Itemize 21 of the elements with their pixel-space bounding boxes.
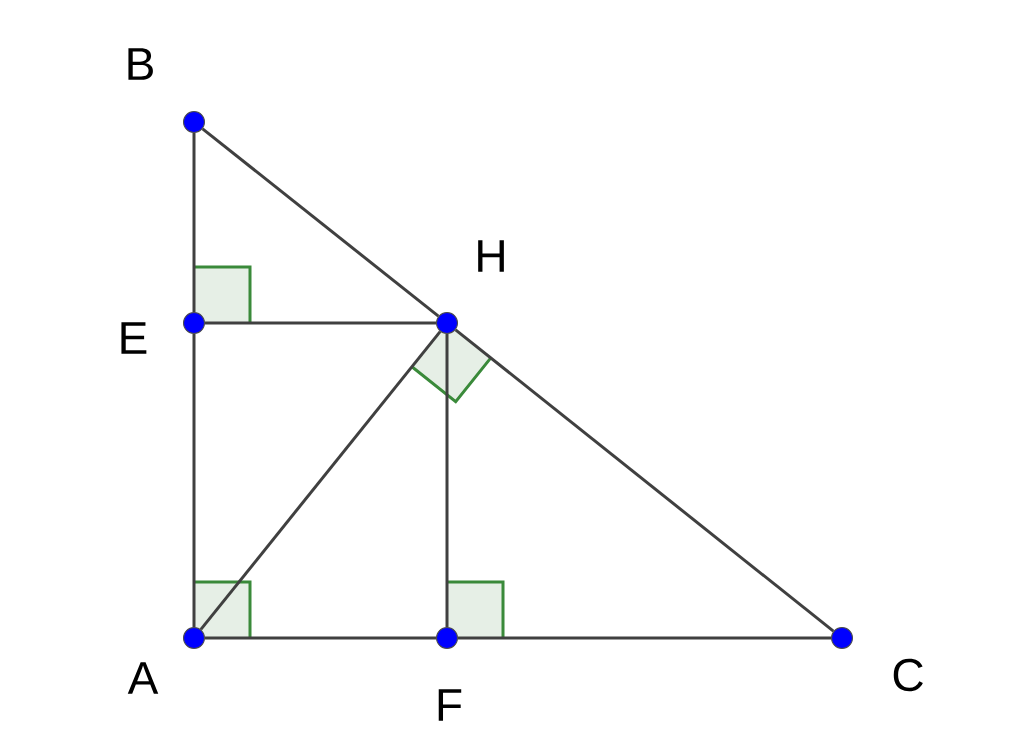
segment bbox=[454, 328, 835, 633]
segment bbox=[205, 636, 436, 640]
point bbox=[183, 312, 205, 334]
point bbox=[436, 312, 458, 334]
point bbox=[831, 627, 853, 649]
point-label: E bbox=[121, 322, 147, 354]
segment bbox=[458, 636, 831, 640]
segment bbox=[192, 334, 196, 627]
segment bbox=[445, 334, 449, 627]
point-label: B bbox=[128, 48, 153, 80]
segment bbox=[205, 321, 436, 325]
point-label: C bbox=[893, 658, 923, 692]
segment bbox=[192, 133, 196, 312]
point bbox=[183, 627, 205, 649]
point bbox=[436, 627, 458, 649]
point-label: F bbox=[438, 689, 462, 721]
segment bbox=[199, 330, 442, 631]
point bbox=[183, 111, 205, 133]
point-label: H bbox=[478, 240, 504, 272]
segment bbox=[201, 127, 440, 318]
point-label: A bbox=[127, 662, 159, 694]
